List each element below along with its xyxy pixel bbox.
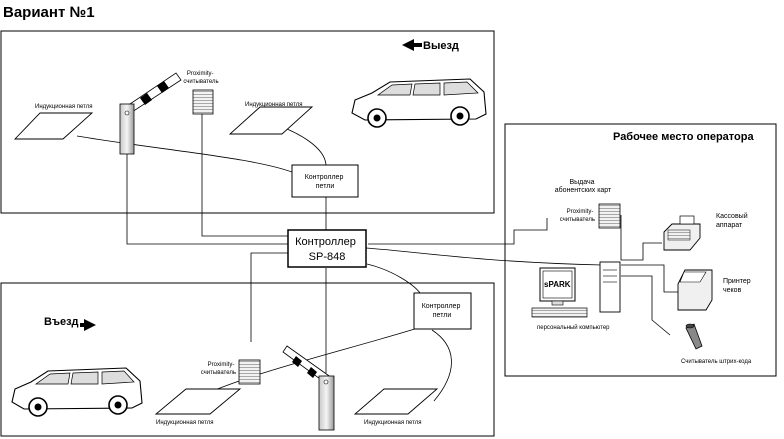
entry-barrier (282, 345, 335, 431)
wiring (76, 114, 678, 403)
entry-induction-loop-right (353, 388, 439, 415)
cash-register (663, 215, 701, 251)
cash-register-label: Кассовый аппарат (716, 212, 750, 229)
exit-proximity-label: Proximity- считыватель (183, 71, 218, 85)
operator-panel (504, 123, 777, 377)
pc-screen-label: sPARK (544, 280, 571, 289)
exit-loop-right-label: Индукционная петля (245, 102, 303, 108)
exit-induction-loop-left (13, 112, 94, 140)
barcode-scanner (685, 323, 703, 350)
card-issue-label: Выдача абонентских карт (555, 179, 612, 194)
exit-loop-left-label: Индукционная петля (35, 104, 93, 110)
entry-loop-right-label: Индукционная петля (364, 420, 422, 426)
exit-car (351, 78, 487, 128)
entry-direction-arrow (80, 319, 96, 331)
entry-loop-controller-label: Контроллер петли (422, 303, 463, 319)
entry-proximity-reader (238, 359, 261, 385)
exit-loop-controller (291, 164, 359, 198)
card-issue-proximity-reader (598, 203, 621, 229)
entry-induction-loop-left (154, 388, 242, 415)
entry-car (11, 367, 143, 417)
main-controller-label: Контроллер SP-848 (295, 236, 359, 263)
receipt-printer-label: Принтер чеков (723, 278, 753, 294)
exit-induction-loop-right (228, 106, 314, 135)
exit-direction-arrow (402, 39, 422, 51)
receipt-printer (677, 269, 713, 311)
diagram-title: Вариант №1 (3, 4, 95, 21)
main-controller (287, 229, 367, 268)
exit-direction-label: Выезд (423, 40, 459, 52)
operator-title: Рабочее место оператора (613, 131, 754, 143)
pc-label: персональный компьютер (537, 324, 610, 331)
entry-loop-left-label: Индукционная петля (156, 420, 214, 426)
entry-direction-label: Въезд (44, 316, 79, 328)
personal-computer (531, 261, 621, 318)
entry-loop-controller (413, 292, 472, 330)
barcode-scanner-label: Считыватель штрих-кода (681, 359, 752, 365)
exit-loop-controller-label: Контроллер петли (305, 174, 346, 190)
exit-barrier (119, 72, 182, 155)
card-issue-proximity-label: Proximity- считыватель (560, 209, 595, 223)
exit-proximity-reader (192, 89, 214, 115)
entry-proximity-label: Proximity- считыватель (201, 362, 236, 376)
